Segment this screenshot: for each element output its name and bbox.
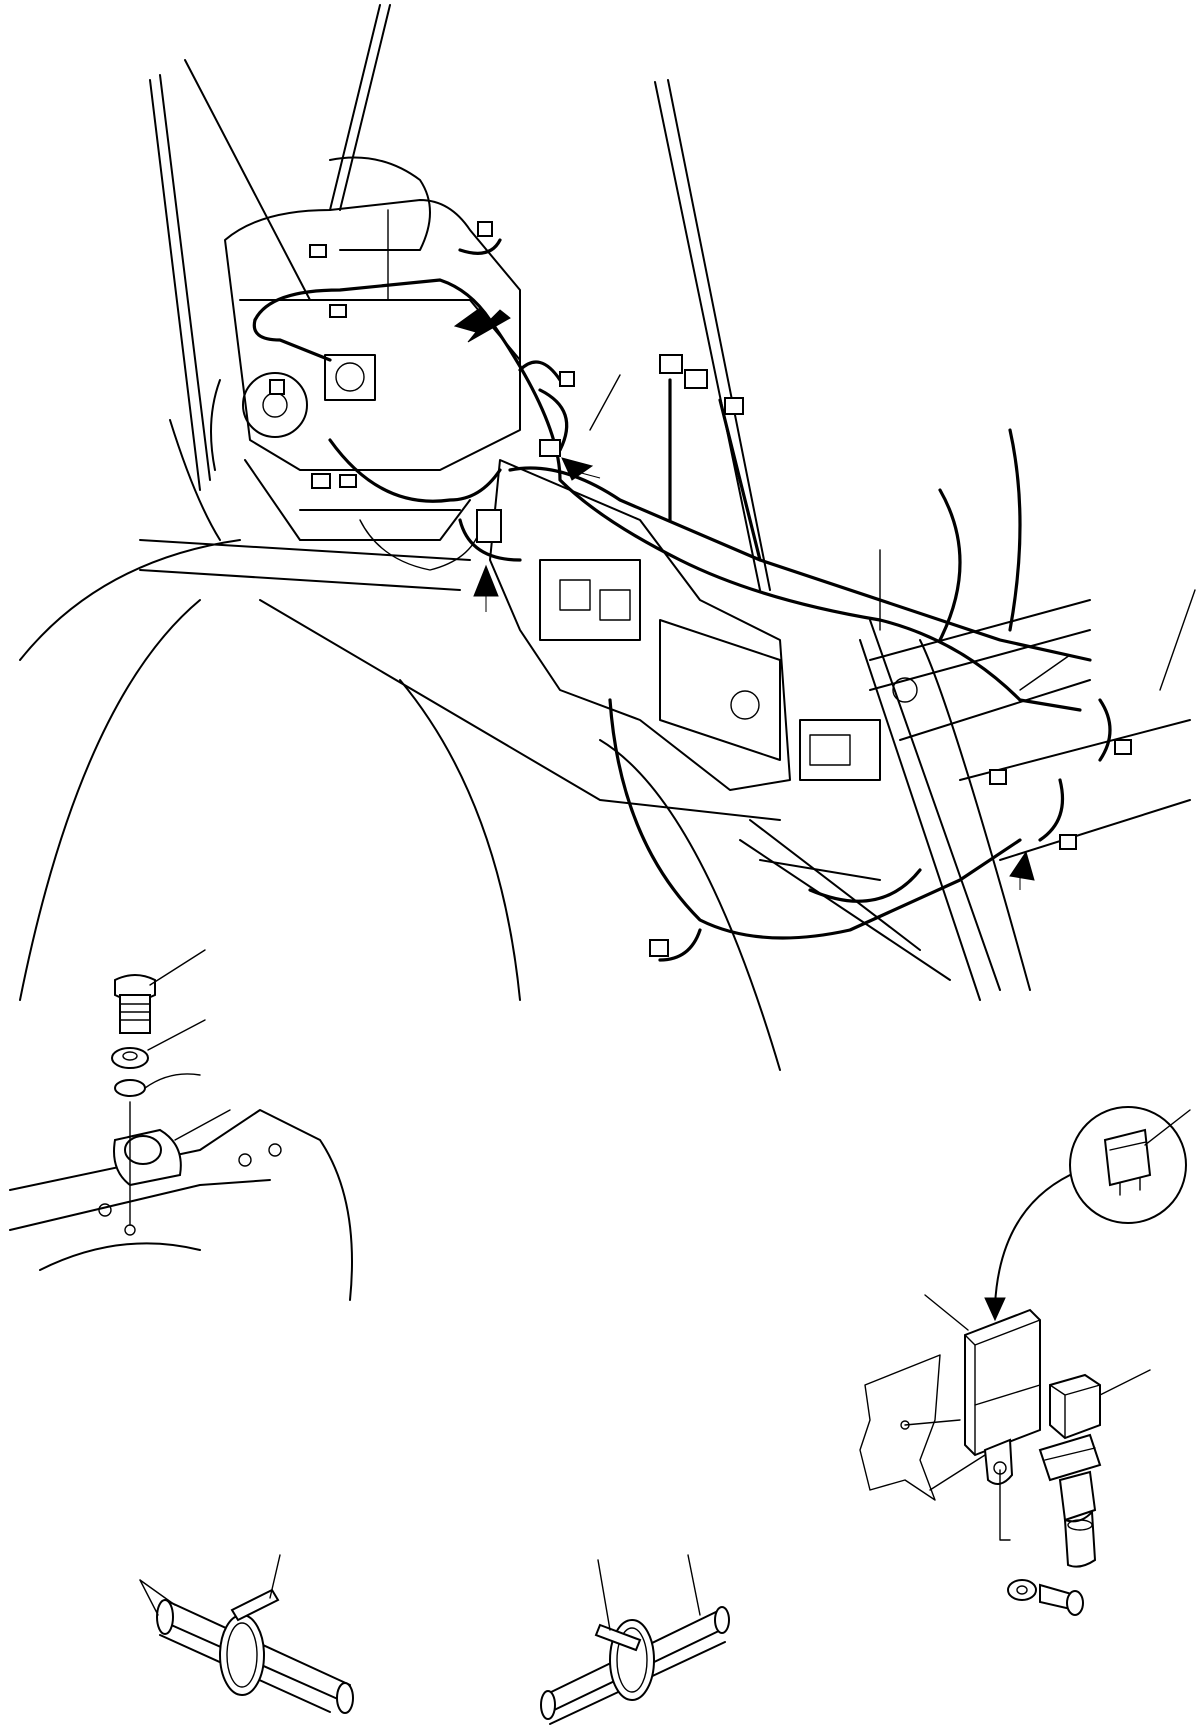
engine <box>210 156 521 571</box>
transmission-control-valve <box>489 459 918 791</box>
rops-frame <box>149 4 771 591</box>
bracket-bolt <box>1007 1579 1084 1616</box>
cable-clamp-detail <box>9 949 353 1301</box>
mounting-bracket <box>929 1438 1014 1541</box>
relay <box>1038 1369 1151 1568</box>
machine-frame-view <box>19 4 1196 1071</box>
leader-lines <box>387 209 1196 691</box>
frame-rails <box>19 539 1191 1071</box>
cable-tie-detail-right <box>540 1554 730 1725</box>
cable-clamp <box>113 1101 231 1236</box>
main-wiring-harness <box>252 238 1112 962</box>
fuse-box <box>924 1294 1041 1457</box>
washer <box>111 1019 206 1097</box>
cable-tie <box>594 1619 655 1701</box>
cable-tie-detail-left <box>139 1554 354 1714</box>
fuse-relay-detail <box>859 1106 1191 1616</box>
routing-arrows <box>453 307 1035 890</box>
clamp-bolt <box>114 949 206 1034</box>
connectors <box>269 221 1132 957</box>
cable-tie <box>219 1588 280 1696</box>
fuse <box>1103 1109 1191 1196</box>
